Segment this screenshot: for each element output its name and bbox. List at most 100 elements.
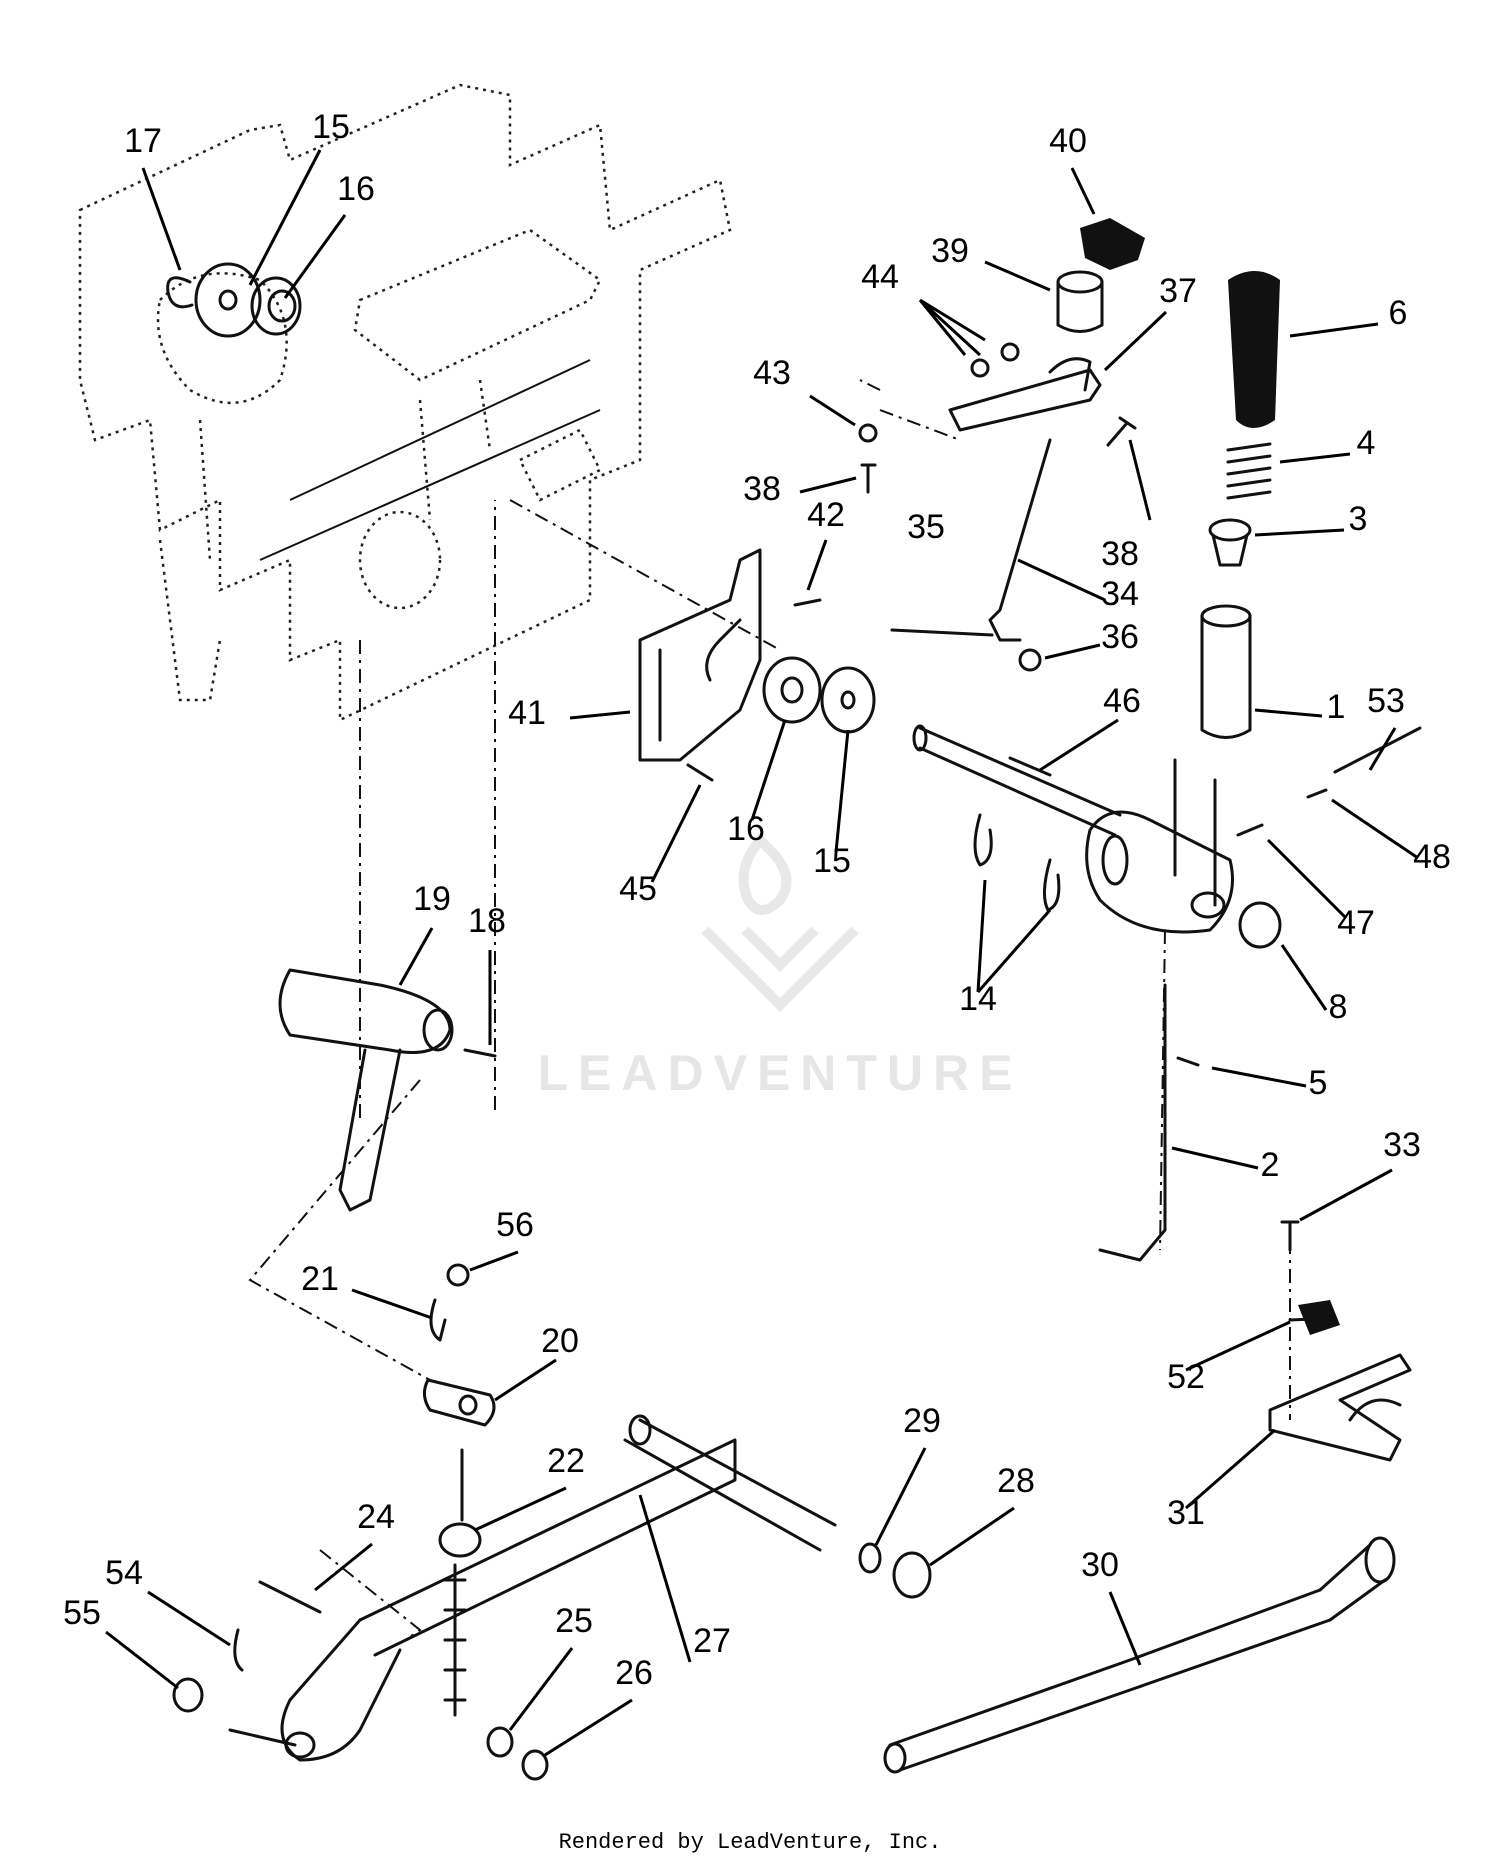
part-48-pin: [1306, 788, 1328, 799]
callout-c55: 55: [63, 1594, 101, 1632]
part-38-bolt-right: [1106, 416, 1137, 447]
callout-c19: 19: [413, 880, 451, 918]
callout-c22: 22: [547, 1442, 585, 1480]
callout-c37: 37: [1159, 272, 1197, 310]
footer-credit: Rendered by LeadVenture, Inc.: [558, 1830, 942, 1855]
callout-c21: 21: [301, 1260, 339, 1298]
callout-c18: 18: [468, 902, 506, 940]
callout-c42: 42: [807, 496, 845, 534]
callout-c20: 20: [541, 1322, 579, 1360]
part-35-pin: [890, 628, 994, 637]
part-44-nuts: [970, 342, 1020, 378]
callout-c53: 53: [1367, 682, 1405, 720]
alignment-lines: [248, 379, 1291, 1641]
part-38-bolt-left: [860, 463, 877, 494]
part-16-spacer: [762, 656, 822, 724]
part-39-spacer: [1056, 270, 1104, 333]
callout-c41: 41: [508, 694, 546, 732]
callout-c14: 14: [959, 980, 997, 1018]
callout-c34: 34: [1101, 575, 1139, 613]
callout-c46: 46: [1103, 682, 1141, 720]
part-28-bearing: [892, 1551, 932, 1599]
part-31-bracket: [1268, 1353, 1412, 1462]
callout-c40: 40: [1049, 122, 1087, 160]
callout-c54: 54: [105, 1554, 143, 1592]
callout-c1: 1: [1327, 688, 1346, 726]
part-14-clip-right: [1043, 858, 1061, 912]
callout-c8: 8: [1329, 988, 1348, 1026]
callout-c16b: 16: [727, 810, 765, 848]
part-37-bracket: [948, 357, 1102, 432]
part-25-washer: [486, 1726, 514, 1758]
callout-c16a: 16: [337, 170, 375, 208]
watermark-logo-icon: [701, 832, 859, 1013]
part-53-rod: [1333, 726, 1422, 774]
part-41-mount-bracket: [638, 548, 762, 762]
part-8-nut: [1238, 901, 1282, 949]
callout-c36: 36: [1101, 618, 1139, 656]
part-42-bolt: [793, 598, 822, 607]
part-34-rod: [988, 438, 1052, 642]
callout-c17: 17: [124, 122, 162, 160]
callout-c35: 35: [907, 508, 945, 546]
part-19-lift-arm: [278, 968, 454, 1212]
part-6-grip: [1228, 271, 1280, 428]
watermark-text: LEADVENTURE: [537, 1045, 1022, 1101]
callout-c26: 26: [615, 1654, 653, 1692]
callout-c48: 48: [1413, 838, 1451, 876]
part-24-bolt: [258, 1580, 322, 1614]
callout-c30: 30: [1081, 1546, 1119, 1584]
callout-c44: 44: [861, 258, 899, 296]
callout-c3: 3: [1349, 500, 1368, 538]
part-18-pin: [463, 1048, 497, 1058]
callout-c38b: 38: [1101, 535, 1139, 573]
part-14-clip-left: [973, 813, 993, 867]
callout-c28: 28: [997, 1462, 1035, 1500]
callout-c52: 52: [1167, 1358, 1205, 1396]
part-40-knob: [1080, 218, 1145, 270]
part-36-nut: [1018, 648, 1042, 672]
part-5-pin: [1176, 1056, 1200, 1067]
callout-c2: 2: [1261, 1146, 1280, 1184]
callout-c31: 31: [1167, 1494, 1205, 1532]
part-3-bushing: [1208, 518, 1252, 567]
part-43-washer: [858, 423, 878, 443]
part-15-flat-washer: [820, 666, 876, 734]
callout-c33: 33: [1383, 1126, 1421, 1164]
part-21-clip: [429, 1298, 447, 1342]
part-16-bearing: [250, 276, 302, 336]
part-55-washer: [172, 1677, 204, 1713]
part-47-pin: [1236, 823, 1264, 837]
callout-c38a: 38: [743, 470, 781, 508]
callout-c47: 47: [1337, 904, 1375, 942]
callout-c6: 6: [1389, 294, 1408, 332]
callout-c25: 25: [555, 1602, 593, 1640]
part-46-shaft: [912, 724, 1122, 837]
callout-c24: 24: [357, 1498, 395, 1536]
part-33-bolt: [1280, 1220, 1300, 1252]
part-54-clip: [233, 1628, 244, 1672]
part-27-rockshaft: [228, 1414, 837, 1762]
callout-c15b: 15: [813, 842, 851, 880]
part-20-swivel: [423, 1378, 496, 1427]
part-17-snap-ring: [166, 276, 194, 309]
part-29-washer: [858, 1542, 882, 1574]
callout-c4: 4: [1357, 424, 1376, 462]
callout-c15a: 15: [312, 108, 350, 146]
part-2-rod: [1098, 983, 1167, 1262]
frame-plates: [78, 83, 732, 722]
part-22-eyebolt-chain: [438, 1448, 482, 1717]
part-1-tube: [1200, 604, 1252, 739]
watermark: LEADVENTURE: [537, 832, 1022, 1101]
lever-hub: [1085, 758, 1234, 934]
leader-arrows: [105, 149, 1419, 1757]
callout-c39: 39: [931, 232, 969, 270]
callout-c43: 43: [753, 354, 791, 392]
callout-c56: 56: [496, 1206, 534, 1244]
callout-c5: 5: [1309, 1064, 1328, 1102]
part-56-nut: [446, 1263, 470, 1287]
part-4-spring: [1226, 442, 1272, 500]
part-15-washer: [194, 262, 262, 338]
